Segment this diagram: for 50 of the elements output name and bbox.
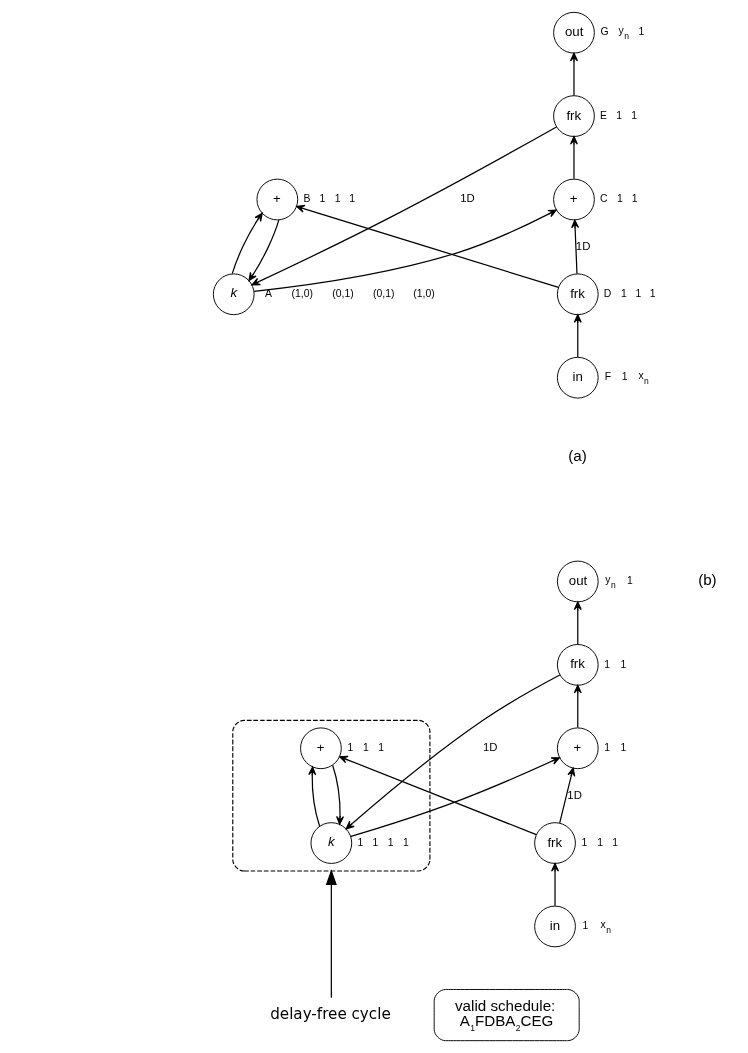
label: (b) [698,571,717,589]
node-label: B [303,193,311,205]
node-label: 1 [347,741,354,753]
label: (a) [568,447,587,465]
node-label: 1 [612,836,619,848]
node-label: x$_{n}$ [638,370,649,387]
node-label: F [604,371,612,383]
node-label: 1 [621,371,628,383]
node-label: 1 [319,193,326,205]
node-label: 1 [597,836,603,848]
node-label: 1 [638,26,645,38]
node-label: (1,0) [291,287,313,299]
node-label: 1 [620,658,627,670]
node-label: C [600,193,608,205]
node-label: (0,1) [373,287,395,299]
node-label: y$_{n}$ [605,574,616,591]
node-label: y$_{n}$ [618,25,629,42]
node-label: 1 [378,741,385,753]
node-text: delay-free cycle [270,1004,391,1023]
node-label: x$_{n}$ [600,919,611,936]
edge-label: 1D [482,741,498,754]
node-label: (1,0) [413,287,435,299]
node-label: 1 [604,658,611,670]
edge-label: 1D [575,239,591,252]
node-label: (0,1) [332,287,354,299]
node-label: 1 [387,836,394,848]
node-label: 1 [631,193,638,205]
node-label: 1 [357,836,364,848]
node-label: E [600,109,607,121]
node-label: 1 [617,193,623,205]
edge-label: 1D [460,192,475,205]
node-label: 1 [635,287,642,299]
node-label: 1 [581,836,588,848]
node-label: 1 [616,109,622,121]
node-label: A [265,287,272,299]
node-label: 1 [349,193,356,205]
node-label: 1 [649,287,656,299]
node-label: 1 [363,741,369,753]
edge-label: 1D [567,788,582,801]
node-label: 1 [372,836,379,848]
node-label: 1 [627,575,633,587]
node-label: 1 [582,920,589,932]
node-label: 1 [620,287,627,299]
node-label: 1 [631,109,638,121]
node-label: 1 [402,836,409,848]
node-label: D [603,287,612,299]
node-label: G [600,26,609,38]
node-label: 1 [334,193,341,205]
node-label: 1 [604,741,611,753]
node-label: 1 [620,741,627,753]
